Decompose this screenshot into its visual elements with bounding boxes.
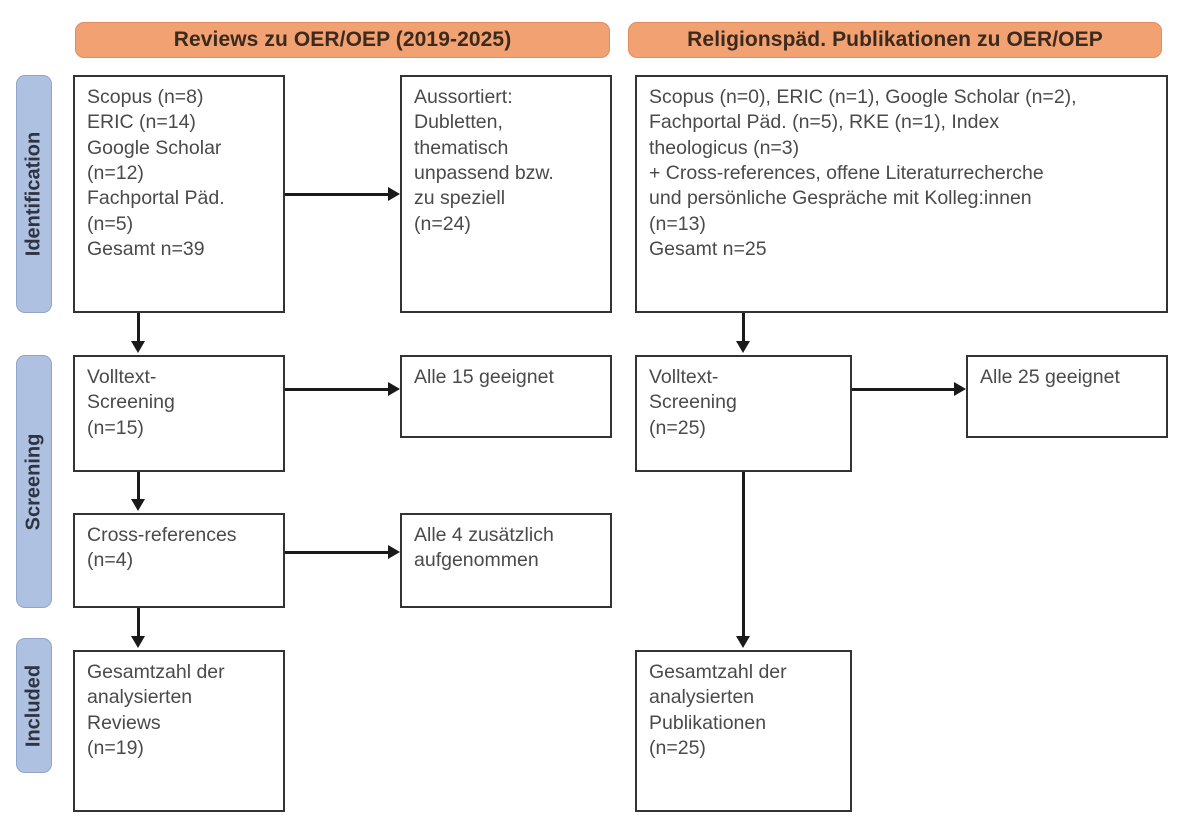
stage-label-included: Included	[22, 664, 45, 747]
box-line: Aussortiert:	[414, 86, 513, 108]
box-line: theologicus (n=3)	[649, 136, 800, 159]
box-line: (n=25)	[649, 416, 706, 439]
box-line: Scopus (n=8)	[87, 86, 204, 108]
stage-bar-screening: Screening	[16, 355, 52, 608]
box-line: analysierten	[649, 686, 755, 709]
stage-label-identification: Identification	[22, 131, 45, 257]
column-header-reviews: Reviews zu OER/OEP (2019-2025)	[75, 22, 610, 58]
box-line: (n=24)	[414, 212, 471, 235]
box-line: Gesamt n=25	[649, 238, 767, 261]
box-line: Scopus (n=0), ERIC (n=1), Google Scholar…	[649, 86, 1077, 108]
box-line: analysierten	[87, 686, 193, 709]
arrowhead-right-screening-to-included	[736, 636, 750, 648]
box-right-included: Gesamtzahl der analysierten Publikatione…	[635, 650, 852, 812]
connector-left-screening-to-crossrefs	[137, 472, 140, 501]
stage-label-screening: Screening	[22, 433, 45, 530]
box-line: Screening	[649, 391, 737, 414]
box-right-screening-result: Alle 25 geeignet	[966, 355, 1168, 438]
box-line: zu speziell	[414, 187, 506, 210]
box-line: Publikationen	[649, 711, 767, 734]
arrowhead-left-ident-to-excluded	[388, 187, 400, 201]
box-line: (n=15)	[87, 416, 144, 439]
connector-left-ident-to-screening	[137, 313, 140, 343]
column-header-religionspaed: Religionspäd. Publikationen zu OER/OEP	[628, 22, 1162, 58]
column-header-religionspaed-label: Religionspäd. Publikationen zu OER/OEP	[687, 28, 1103, 51]
connector-right-screening-to-result	[852, 388, 954, 391]
connector-right-ident-to-screening	[742, 313, 745, 343]
stage-bar-included: Included	[16, 638, 52, 773]
box-left-screening-result: Alle 15 geeignet	[400, 355, 612, 438]
box-line: unpassend bzw.	[414, 162, 554, 185]
arrowhead-left-screening-to-crossrefs	[131, 499, 145, 511]
box-line: (n=25)	[649, 737, 706, 760]
box-left-included: Gesamtzahl der analysierten Reviews (n=1…	[73, 650, 285, 812]
box-line: Alle 15 geeignet	[414, 366, 554, 388]
box-line: (n=13)	[649, 212, 706, 235]
box-line: Google Scholar	[87, 136, 222, 159]
box-left-excluded: Aussortiert: Dubletten, thematisch unpas…	[400, 75, 612, 313]
box-right-identification: Scopus (n=0), ERIC (n=1), Google Scholar…	[635, 75, 1168, 313]
stage-bar-identification: Identification	[16, 75, 52, 313]
box-line: thematisch	[414, 136, 509, 159]
connector-right-screening-to-included	[742, 472, 745, 638]
box-line: Screening	[87, 391, 175, 414]
box-line: + Cross-references, offene Literaturrech…	[649, 162, 1044, 185]
box-line: (n=4)	[87, 549, 134, 572]
box-line: Fachportal Päd. (n=5), RKE (n=1), Index	[649, 111, 1000, 134]
box-line: Dubletten,	[414, 111, 503, 134]
arrowhead-right-ident-to-screening	[736, 341, 750, 353]
box-line: Gesamtzahl der	[87, 661, 225, 683]
arrowhead-right-screening-to-result	[954, 382, 966, 396]
box-left-screening: Volltext- Screening (n=15)	[73, 355, 285, 472]
box-line: Volltext-	[87, 366, 157, 388]
box-line: Cross-references	[87, 524, 237, 546]
connector-left-ident-to-excluded	[285, 193, 388, 196]
arrowhead-left-crossrefs-to-result	[388, 545, 400, 559]
connector-left-crossrefs-to-included	[137, 608, 140, 638]
box-line: Reviews	[87, 711, 161, 734]
connector-left-crossrefs-to-result	[285, 551, 388, 554]
box-line: (n=5)	[87, 212, 134, 235]
box-line: (n=19)	[87, 737, 144, 760]
box-line: Fachportal Päd.	[87, 187, 225, 210]
box-line: Alle 25 geeignet	[980, 366, 1120, 388]
box-line: Gesamtzahl der	[649, 661, 787, 683]
box-line: aufgenommen	[414, 549, 539, 572]
arrowhead-left-ident-to-screening	[131, 341, 145, 353]
column-header-reviews-label: Reviews zu OER/OEP (2019-2025)	[173, 28, 512, 51]
box-line: ERIC (n=14)	[87, 111, 196, 134]
box-line: Alle 4 zusätzlich	[414, 524, 554, 546]
box-line: Gesamt n=39	[87, 238, 205, 261]
box-line: Volltext-	[649, 366, 719, 388]
connector-left-screening-to-result	[285, 388, 388, 391]
box-left-crossrefs-result: Alle 4 zusätzlich aufgenommen	[400, 513, 612, 608]
box-left-identification: Scopus (n=8) ERIC (n=14) Google Scholar …	[73, 75, 285, 313]
arrowhead-left-screening-to-result	[388, 382, 400, 396]
arrowhead-left-crossrefs-to-included	[131, 636, 145, 648]
box-left-crossrefs: Cross-references (n=4)	[73, 513, 285, 608]
box-right-screening: Volltext- Screening (n=25)	[635, 355, 852, 472]
box-line: und persönliche Gespräche mit Kolleg:inn…	[649, 187, 1032, 210]
box-line: (n=12)	[87, 162, 144, 185]
